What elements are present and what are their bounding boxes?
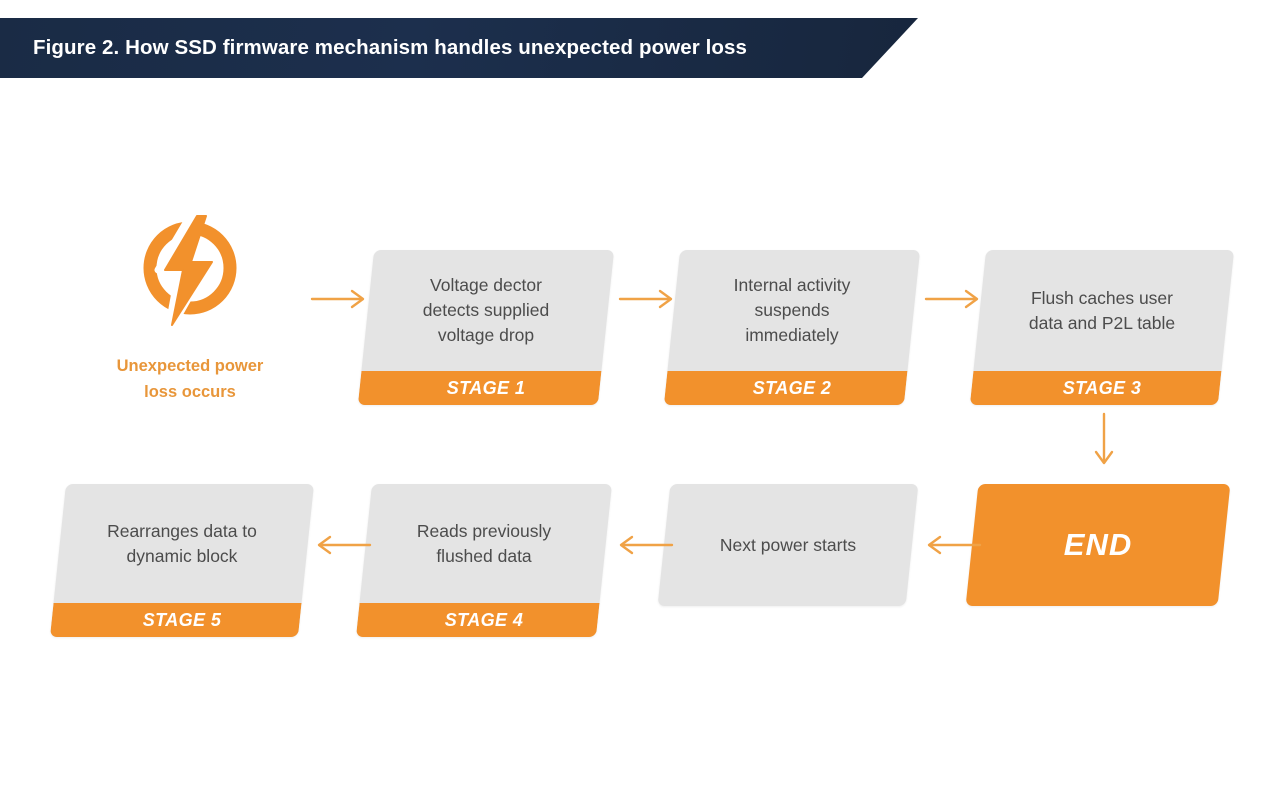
node-stage1-stage-label: STAGE 1 bbox=[366, 371, 606, 405]
node-next-power-starts-text: Next power starts bbox=[719, 534, 857, 555]
node-stage5-stage-text: STAGE 5 bbox=[142, 609, 222, 630]
node-stage4-body: Reads previously flushed data bbox=[364, 484, 604, 603]
arrow-stage4-to-stage5 bbox=[308, 528, 372, 562]
arrow-next-power-to-stage4 bbox=[610, 528, 674, 562]
node-stage2-stage-text: STAGE 2 bbox=[752, 377, 832, 398]
node-stage3[interactable]: Flush caches user data and P2L table STA… bbox=[969, 250, 1235, 405]
node-end-text: END bbox=[1063, 527, 1133, 562]
arrow-end-to-next-power bbox=[918, 528, 982, 562]
node-stage5-body: Rearranges data to dynamic block bbox=[58, 484, 306, 603]
node-stage5-stage-label: STAGE 5 bbox=[58, 603, 306, 637]
page-title: Figure 2. How SSD firmware mechanism han… bbox=[33, 36, 748, 59]
node-stage5-text: Rearranges data to dynamic block bbox=[107, 520, 257, 566]
node-next-power-starts-body: Next power starts bbox=[664, 484, 912, 606]
arrow-stage3-to-end bbox=[1086, 412, 1122, 474]
arrow-stage2-to-stage3 bbox=[924, 282, 988, 316]
node-stage4-stage-text: STAGE 4 bbox=[444, 609, 524, 630]
node-stage4-text: Reads previously flushed data bbox=[416, 520, 552, 566]
node-stage5[interactable]: Rearranges data to dynamic block STAGE 5 bbox=[49, 484, 315, 637]
node-next-power-starts[interactable]: Next power starts bbox=[657, 484, 919, 606]
node-stage4[interactable]: Reads previously flushed data STAGE 4 bbox=[355, 484, 613, 637]
arrow-stage1-to-stage2 bbox=[618, 282, 682, 316]
node-stage1[interactable]: Voltage dector detects supplied voltage … bbox=[357, 250, 615, 405]
start-node-power-loss: Unexpected power loss occurs bbox=[92, 212, 288, 405]
power-bolt-icon bbox=[143, 215, 237, 326]
node-stage3-body: Flush caches user data and P2L table bbox=[978, 250, 1226, 371]
node-end-label: END bbox=[972, 484, 1224, 606]
arrow-start-to-stage1 bbox=[310, 282, 374, 316]
node-stage2[interactable]: Internal activity suspends immediately S… bbox=[663, 250, 921, 405]
node-end[interactable]: END bbox=[965, 484, 1231, 606]
node-stage2-text: Internal activity suspends immediately bbox=[733, 275, 851, 345]
node-stage2-stage-label: STAGE 2 bbox=[672, 371, 912, 405]
node-stage3-stage-label: STAGE 3 bbox=[978, 371, 1226, 405]
node-stage2-body: Internal activity suspends immediately bbox=[672, 250, 912, 371]
node-stage1-text: Voltage dector detects supplied voltage … bbox=[422, 275, 550, 345]
figure-title-banner: Figure 2. How SSD firmware mechanism han… bbox=[0, 18, 918, 78]
node-stage4-stage-label: STAGE 4 bbox=[364, 603, 604, 637]
start-node-caption: Unexpected power loss occurs bbox=[116, 357, 264, 401]
node-stage3-stage-text: STAGE 3 bbox=[1062, 377, 1142, 398]
node-stage3-text: Flush caches user data and P2L table bbox=[1028, 287, 1176, 333]
node-stage1-body: Voltage dector detects supplied voltage … bbox=[366, 250, 606, 371]
node-stage1-stage-text: STAGE 1 bbox=[446, 377, 526, 398]
